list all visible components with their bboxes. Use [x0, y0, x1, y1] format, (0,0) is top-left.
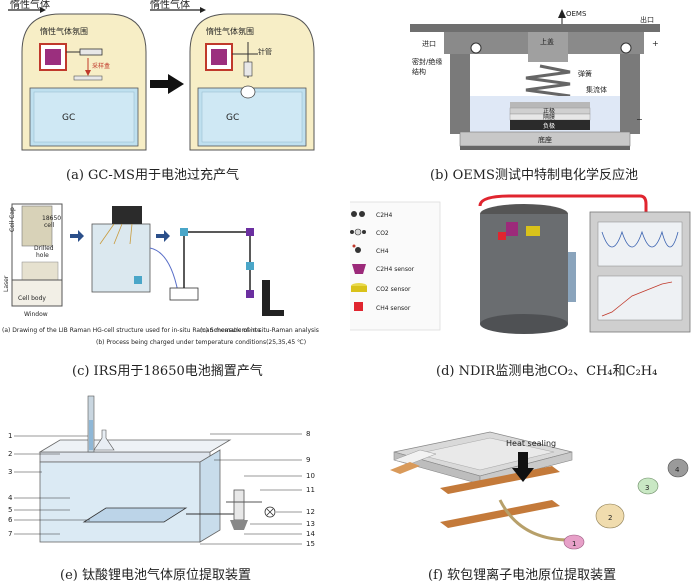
window-label: Window [24, 311, 48, 318]
svg-text:CO2 sensor: CO2 sensor [376, 286, 411, 293]
svg-text:1: 1 [572, 540, 576, 548]
legend-item-c2h4: C2H4 [351, 211, 393, 219]
svg-text:6: 6 [8, 516, 13, 524]
battery-with-sensors [478, 194, 648, 334]
anode-label: 负极 [543, 122, 555, 130]
right-number-labels: 8 9 10 11 12 13 14 15 [200, 430, 315, 548]
oems-cell: OEMS 上盖 进口 出口 + 密封/绝缘 结构 弹簧 集流体 正极 [410, 9, 660, 150]
monitor [589, 211, 691, 333]
svg-text:15: 15 [306, 540, 315, 548]
panel-e: 1 2 3 4 5 6 7 8 9 10 11 12 13 [0, 390, 350, 583]
spring-label: 弹簧 [578, 69, 592, 78]
panel-a: 惰性气体 惰性气体氛围 采样盒 GC 惰性气体 惰性气体氛围 [0, 0, 350, 190]
glovebox-label-left: 惰性气体氛围 [40, 26, 88, 36]
legend-item-co2: CO2 [350, 228, 389, 237]
drilled-label-1: Drilled [34, 245, 54, 252]
caption-d: (d) NDIR监测电池CO₂、CH₄和C₂H₄ [436, 364, 658, 379]
panel-d-diagram: C2H4 CO2 CH4 C2H4 sensor CO2 sensor CH4 … [339, 194, 691, 334]
extraction-fittings: 1 2 3 4 [498, 458, 689, 550]
arrow-c1 [70, 230, 84, 242]
panel-b-diagram: OEMS 上盖 进口 出口 + 密封/绝缘 结构 弹簧 集流体 正极 [410, 9, 660, 150]
separator-label: 隔膜 [543, 113, 555, 121]
panel-a-diagram: 惰性气体 惰性气体氛围 采样盒 GC 惰性气体 惰性气体氛围 [8, 0, 315, 151]
legend-item-ch4-sensor: CH4 sensor [354, 302, 411, 312]
glovebox-right: 惰性气体 惰性气体氛围 针管 GC [150, 0, 315, 151]
gc-label-right: GC [226, 113, 239, 123]
svg-text:C2H4: C2H4 [376, 212, 393, 219]
panel-f: Heat sealing 1 2 3 4 (f) 软包锂离子电池原位提取装置 [350, 390, 700, 583]
legend-item-c2h4-sensor: C2H4 sensor [352, 264, 415, 274]
hg-cell-drawing: Cell Cap 18650 cell Drilled hole Laser C… [3, 203, 63, 318]
svg-text:13: 13 [306, 520, 315, 528]
caption-c: (c) IRS用于18650电池搁置产气 [72, 364, 263, 379]
svg-text:10: 10 [306, 472, 315, 480]
panel-d: C2H4 CO2 CH4 C2H4 sensor CO2 sensor CH4 … [339, 192, 700, 387]
svg-text:3: 3 [645, 484, 649, 492]
caption-b: (b) OEMS测试中特制电化学反应池 [430, 168, 638, 183]
left-number-labels: 1 2 3 4 5 6 7 [8, 432, 90, 538]
minus-label: − [636, 115, 643, 124]
caption-f: (f) 软包锂离子电池原位提取装置 [428, 568, 617, 583]
glovebox-left: 惰性气体 惰性气体氛围 采样盒 GC [8, 0, 147, 151]
syringe-label: 针管 [258, 47, 272, 56]
arrow-c2 [156, 230, 170, 242]
glovebox-label-right: 惰性气体氛围 [206, 26, 254, 36]
legend-item-ch4: CH4 [352, 244, 389, 255]
outlet-label: 出口 [640, 15, 654, 24]
svg-text:CH4 sensor: CH4 sensor [376, 305, 411, 312]
panel-c: Cell Cap 18650 cell Drilled hole Laser C… [0, 192, 350, 387]
cell-body-label: Cell body [18, 295, 46, 302]
inert-gas-label-left: 惰性气体 [10, 0, 50, 11]
svg-text:5: 5 [8, 506, 12, 514]
svg-text:2: 2 [8, 450, 12, 458]
seal-label-2: 结构 [412, 67, 426, 76]
caption-a: (a) GC-MS用于电池过充产气 [66, 168, 239, 183]
inert-gas-label-right: 惰性气体 [150, 0, 190, 11]
svg-text:12: 12 [306, 508, 315, 516]
base-label: 底座 [538, 135, 552, 144]
sampler-label: 采样盒 [92, 62, 110, 70]
panel-c-diagram: Cell Cap 18650 cell Drilled hole Laser C… [2, 203, 319, 346]
thermal-chamber [91, 206, 179, 293]
svg-text:11: 11 [306, 486, 315, 494]
cell-18650-label-2: cell [44, 222, 55, 229]
svg-text:14: 14 [306, 530, 315, 538]
svg-text:3: 3 [8, 468, 12, 476]
inlet-label: 进口 [422, 40, 436, 48]
subcaption-b-c: (b) Process being charged under temperat… [96, 339, 306, 346]
upper-cover-label: 上盖 [540, 37, 554, 46]
svg-text:CH4: CH4 [376, 248, 389, 255]
heat-sealing-indicator: Heat sealing [506, 439, 556, 482]
drilled-label-2: hole [36, 252, 49, 259]
panel-b: OEMS 上盖 进口 出口 + 密封/绝缘 结构 弹簧 集流体 正极 [350, 0, 700, 190]
svg-text:2: 2 [608, 514, 612, 522]
svg-text:4: 4 [8, 494, 13, 502]
subcaption-c-c: (c) Schematic of in-situ-Raman analysis [200, 327, 319, 334]
panel-f-diagram: Heat sealing 1 2 3 4 [390, 431, 689, 550]
laser-label: Laser [3, 275, 10, 292]
gc-label-left: GC [62, 113, 75, 123]
svg-text:C2H4 sensor: C2H4 sensor [376, 266, 415, 273]
cathode-label: 正极 [543, 107, 555, 115]
svg-text:7: 7 [8, 530, 12, 538]
collector-label: 集流体 [586, 85, 607, 94]
panel-e-diagram: 1 2 3 4 5 6 7 8 9 10 11 12 13 [8, 395, 315, 548]
svg-text:9: 9 [306, 456, 310, 464]
extraction-apparatus [38, 395, 276, 543]
svg-text:8: 8 [306, 430, 310, 438]
heat-sealing-label: Heat sealing [506, 439, 556, 448]
raman-setup [169, 228, 284, 316]
caption-e: (e) 钛酸锂电池气体原位提取装置 [60, 568, 251, 583]
seal-label-1: 密封/绝缘 [412, 57, 442, 66]
svg-text:1: 1 [8, 432, 12, 440]
oems-label: OEMS [566, 10, 587, 18]
transition-arrow [150, 74, 184, 94]
legend-item-co2-sensor: CO2 sensor [351, 283, 411, 293]
cell-18650-label-1: 18650 [42, 215, 61, 222]
svg-text:CO2: CO2 [376, 230, 389, 237]
subcaption-a-c: (a) Drawing of the LIB Raman HG-cell str… [2, 327, 260, 334]
svg-text:4: 4 [675, 466, 680, 474]
plus-label: + [652, 39, 659, 48]
cell-cap-label: Cell Cap [9, 207, 16, 232]
